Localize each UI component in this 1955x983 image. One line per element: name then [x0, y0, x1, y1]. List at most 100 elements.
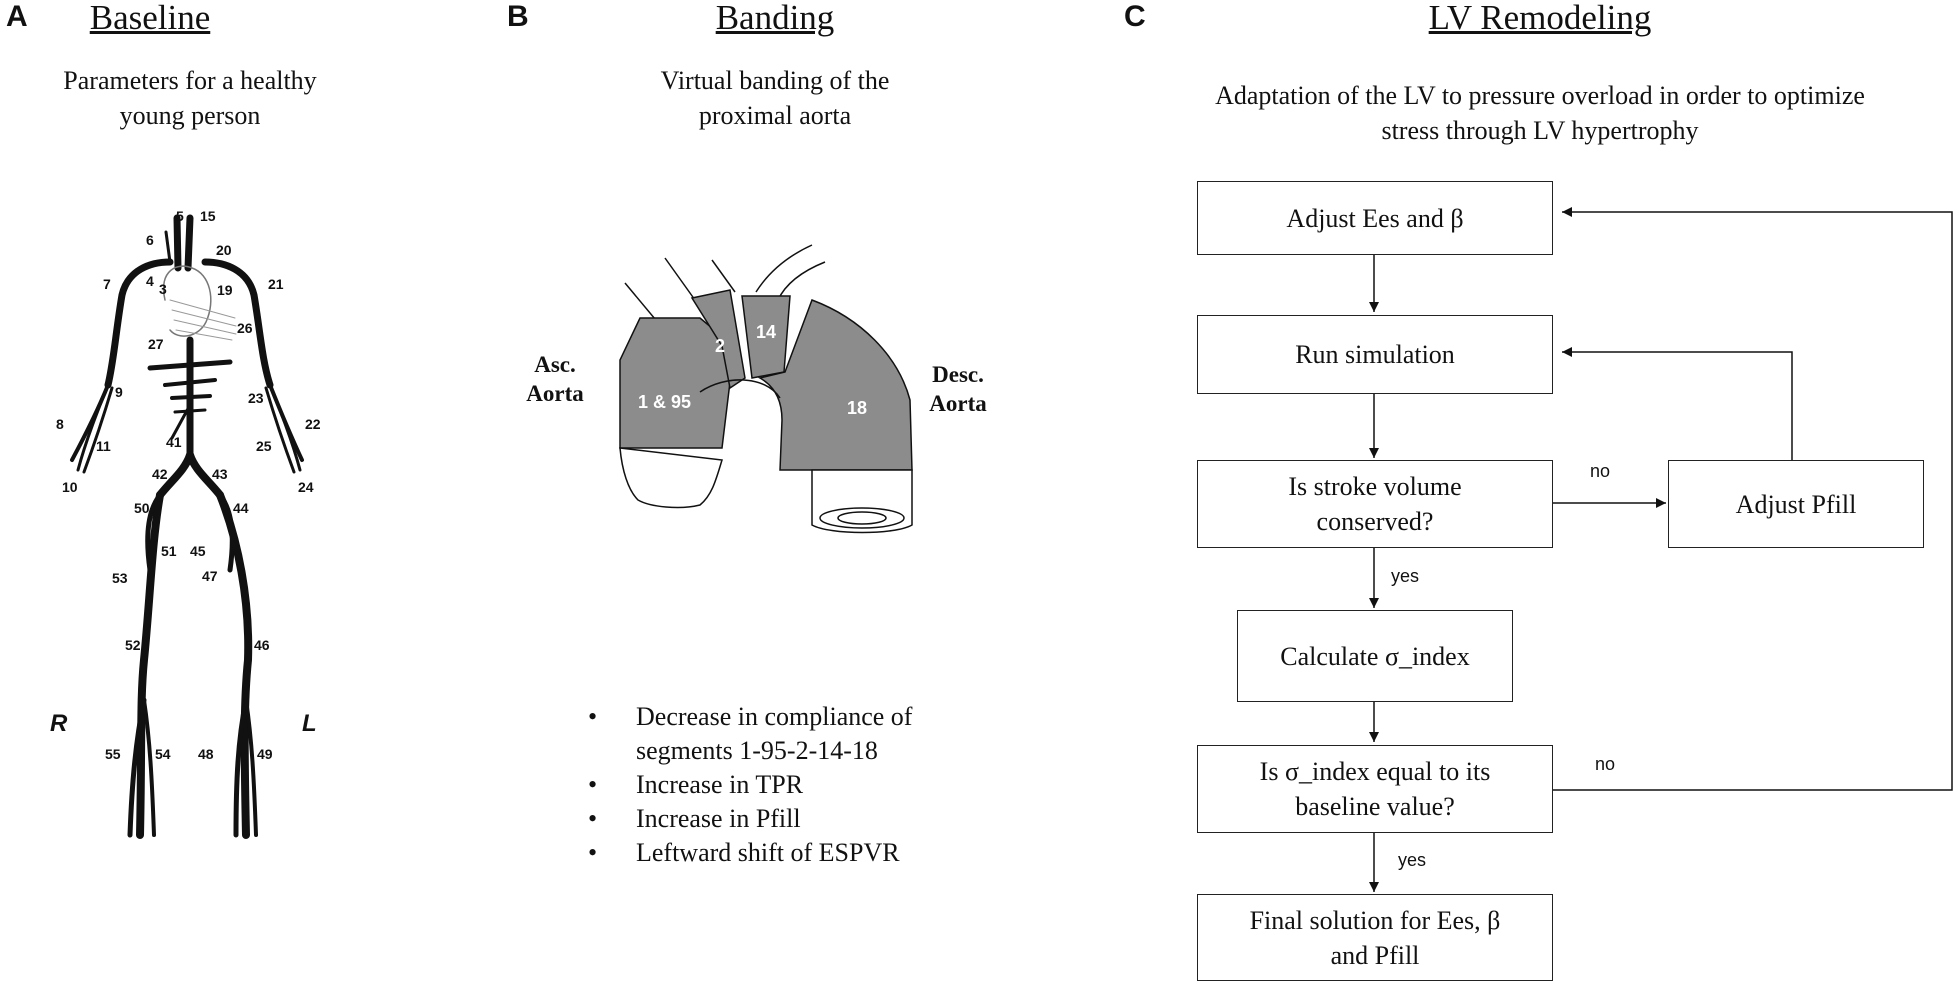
vessel-label: 7: [103, 276, 111, 292]
vessel-left-subclavian-brachial: [201, 258, 274, 389]
vessel-label: 41: [166, 434, 182, 450]
vessel-label: 25: [256, 438, 272, 454]
vessel-intercostal-1: [147, 359, 233, 371]
arrow-pfill-to-run: [1562, 347, 1793, 460]
vessel-intercostal-4: [173, 408, 207, 414]
branch-line-5: [777, 261, 826, 301]
vessel-label: 27: [148, 336, 164, 352]
flow-box-calculate-sigma: Calculate σ_index: [1237, 610, 1513, 702]
segment-label-18: 18: [847, 398, 868, 418]
vessel-carotid-left: [184, 214, 194, 272]
vessel-label: 24: [298, 479, 314, 495]
branch-line-2: [664, 257, 696, 301]
vessel-label: 5: [176, 208, 184, 224]
banding-effects-list: Decrease in compliance of segments 1-95-…: [588, 700, 1008, 870]
vessel-label: 22: [305, 416, 321, 432]
panel-b-subtitle: Virtual banding of the proximal aorta: [660, 66, 890, 130]
vessel-left-tibial: [233, 697, 249, 838]
vessel-left-interosseous: [268, 383, 302, 472]
vessel-label: 54: [155, 746, 171, 762]
flow-box-adjust-ees: Adjust Ees and β: [1197, 181, 1553, 255]
vessel-left-ulnar: [264, 386, 296, 474]
vessel-label: 9: [115, 384, 123, 400]
vessel-label: 8: [56, 416, 64, 432]
aorta-lumen-inner: [837, 511, 887, 525]
heart-outline: [619, 447, 723, 509]
vessel-label: 49: [257, 746, 273, 762]
flow-box-adjust-pfill: Adjust Pfill: [1668, 460, 1924, 548]
panel-letter-b: B: [507, 0, 529, 33]
vessel-label: 48: [198, 746, 214, 762]
arch-inner-curve: [699, 379, 781, 399]
heart-hatching: [169, 299, 237, 341]
flow-box-stroke-volume: Is stroke volume conserved?: [1197, 460, 1553, 548]
vessel-label: 43: [212, 466, 228, 482]
side-label-left: L: [302, 710, 317, 737]
side-label-right: R: [50, 710, 68, 737]
branch-line-3: [711, 259, 736, 293]
panel-letter-a: A: [6, 0, 28, 33]
desc-aorta-label: Desc. Aorta: [929, 362, 987, 416]
flow-box-run-simulation: Run simulation: [1197, 315, 1553, 394]
vessel-label: 3: [159, 281, 167, 297]
bullet-item: Decrease in compliance of segments 1-95-…: [588, 700, 1008, 768]
aorta-segment-18: [757, 299, 913, 471]
panel-letter-c: C: [1124, 0, 1146, 33]
vessel-label: 46: [254, 637, 270, 653]
vessel-label: 42: [152, 466, 168, 482]
flow-label-yes-2: yes: [1398, 850, 1427, 870]
vessel-label: 50: [134, 500, 150, 516]
vessel-left-iliac: [186, 451, 224, 499]
vessel-label: 20: [216, 242, 232, 258]
aorta-segment-2: [690, 289, 746, 390]
panel-title-lv-remodeling: LV Remodeling: [1428, 0, 1652, 37]
panel-a-subtitle: Parameters for a healthy young person: [63, 66, 317, 130]
vessel-right-femoral: [136, 491, 164, 839]
bullet-item: Increase in TPR: [588, 768, 1008, 802]
panel-c-subtitle: Adaptation of the LV to pressure overloa…: [1215, 81, 1865, 145]
vessel-right-ulnar: [82, 386, 114, 474]
vessel-label: 4: [146, 273, 154, 289]
vessel-label: 55: [105, 746, 121, 762]
vessel-carotid-right: [173, 214, 182, 272]
vessel-label: 11: [96, 438, 111, 454]
vessel-label: 51: [161, 543, 177, 559]
asc-aorta-label: Asc. Aorta: [526, 352, 584, 406]
vessel-aortic-arch-outline: [162, 265, 212, 337]
vessel-label: 44: [233, 500, 249, 516]
vessel-intercostal-2: [163, 378, 217, 387]
aorta-segment-1-95: [619, 317, 731, 449]
vessel-left-peroneal: [244, 698, 258, 837]
vessel-label: 10: [62, 479, 78, 495]
segment-label-1-95: 1 & 95: [638, 392, 692, 412]
segment-label-2: 2: [715, 336, 726, 356]
vessel-label: 53: [112, 570, 128, 586]
branch-line-4: [755, 244, 813, 293]
vessel-right-interosseous: [76, 383, 110, 472]
vessel-label: 19: [217, 282, 233, 298]
vessel-renal: [170, 403, 192, 440]
vessel-vertebral: [164, 230, 172, 264]
vessel-right-tibial: [127, 697, 147, 838]
segment-label-14: 14: [756, 322, 777, 342]
flow-label-yes-1: yes: [1391, 566, 1420, 586]
flow-label-no-1: no: [1590, 461, 1611, 481]
panel-title-banding: Banding: [715, 0, 835, 37]
bullet-item: Increase in Pfill: [588, 802, 1008, 836]
panel-title-baseline: Baseline: [89, 0, 211, 37]
vessel-label: 52: [125, 637, 141, 653]
vessel-intercostal-3: [170, 394, 212, 400]
vessel-label: 47: [202, 568, 218, 584]
vessel-left-femoral: [216, 491, 253, 839]
arrow-sigma-to-adjust: [1552, 207, 1953, 791]
vessel-label: 15: [200, 208, 216, 224]
vessel-label: 6: [146, 232, 154, 248]
flow-box-sigma-equal: Is σ_index equal to its baseline value?: [1197, 745, 1553, 833]
flow-box-final-solution: Final solution for Ees, β and Pfill: [1197, 894, 1553, 981]
vessel-label: 21: [268, 276, 284, 292]
flow-label-no-2: no: [1595, 754, 1616, 774]
vessel-label: 45: [190, 543, 206, 559]
bullet-item: Leftward shift of ESPVR: [588, 836, 1008, 870]
vessel-label: 26: [237, 320, 253, 336]
